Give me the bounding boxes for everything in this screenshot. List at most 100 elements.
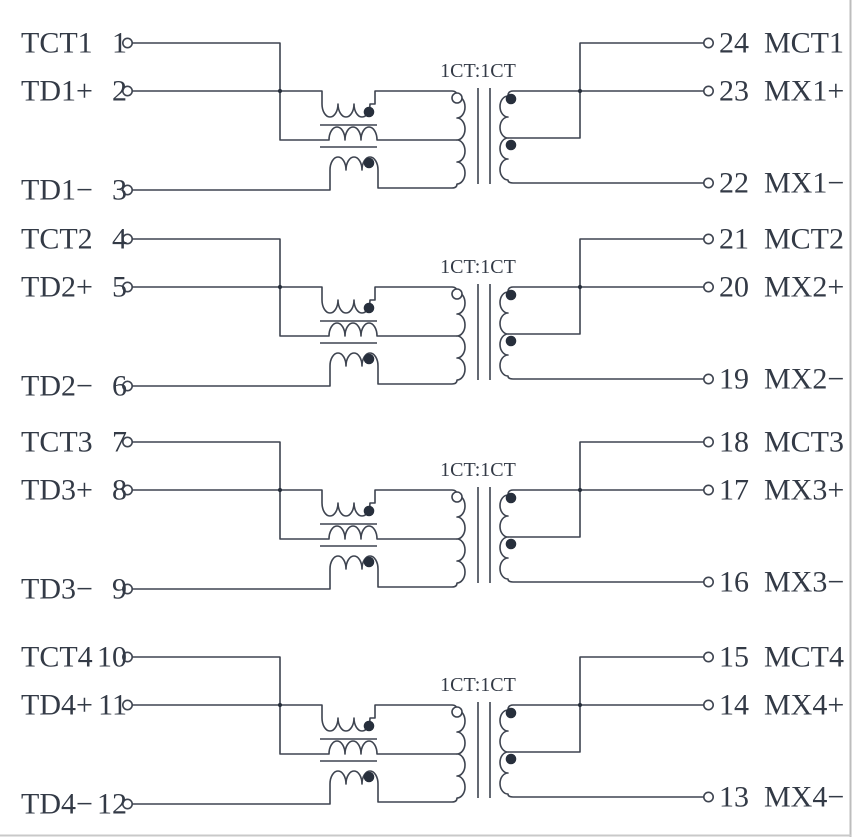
choke-top-polarity-dot [363,106,375,118]
right-pin-label-mx-plus: MX2+ [764,271,844,304]
left-pin-number-tct: 4 [112,223,127,256]
secondary-winding [499,489,704,583]
left-pin-number-tct: 10 [97,641,127,674]
right-pin-number-mx-plus: 14 [719,689,749,722]
wire-crossing-nub [277,284,283,290]
wire-td-plus [132,489,452,517]
right-pin-number-mx-plus: 23 [719,75,749,108]
left-pin-number-td-plus: 2 [112,75,127,108]
pin-terminal-tct [122,651,134,663]
left-pin-label-td-minus: TD3− [21,573,93,606]
pin-terminal-mx-plus [702,484,714,496]
secondary-top-polarity-dot [505,492,517,504]
secondary-mid-polarity-dot [505,139,517,151]
choke-top-polarity-dot [363,505,375,517]
turns-ratio-label: 1CT:1CT [440,674,516,696]
right-pin-label-mx-plus: MX1+ [764,75,844,108]
wire-tct-center-tap [132,656,457,755]
wire-td-plus [132,704,452,732]
wire-crossing-nub [577,702,583,708]
pin-terminal-td-plus [122,484,134,496]
transformer-core-lines [477,88,491,184]
left-pin-label-tct: TCT1 [21,27,93,60]
left-pin-label-td-minus: TD2− [21,370,93,403]
wire-crossing-nub [577,88,583,94]
right-pin-number-mx-minus: 16 [719,566,749,599]
left-pin-label-tct: TCT3 [21,426,93,459]
transformer-core-lines [477,702,491,798]
right-pin-label-mx-plus: MX3+ [764,474,844,507]
right-pin-number-mct: 24 [719,27,749,60]
left-pin-number-td-plus: 5 [112,271,127,304]
choke-core-lines [320,738,377,762]
turns-ratio-label: 1CT:1CT [440,60,516,82]
right-pin-number-mx-minus: 19 [719,363,749,396]
pin-terminal-mx-minus [702,373,714,385]
choke-bottom-polarity-dot [363,353,375,365]
pin-terminal-mx-minus [702,177,714,189]
pin-terminal-tct [122,37,134,49]
primary-polarity-circle [451,491,463,503]
primary-polarity-circle [451,92,463,104]
pin-terminal-mct [702,37,714,49]
pin-terminal-td-minus [122,184,134,196]
pin-terminal-tct [122,233,134,245]
left-pin-number-td-plus: 11 [98,689,127,722]
right-pin-number-mct: 21 [719,223,749,256]
pin-terminal-mct [702,233,714,245]
pin-terminal-td-minus [122,380,134,392]
right-pin-label-mct: MCT2 [764,223,844,256]
choke-core-lines [320,124,377,148]
left-pin-number-tct: 1 [112,27,127,60]
left-pin-label-td-plus: TD1+ [21,75,93,108]
pin-terminal-mx-minus [702,791,714,803]
left-pin-label-td-plus: TD2+ [21,271,93,304]
wire-crossing-nub [577,487,583,493]
pin-terminal-td-plus [122,699,134,711]
pin-terminal-tct [122,436,134,448]
turns-ratio-label: 1CT:1CT [440,256,516,278]
choke-top-polarity-dot [363,720,375,732]
secondary-winding [499,704,704,798]
transformer-core-lines [477,284,491,380]
left-pin-number-td-minus: 9 [112,573,127,606]
pin-terminal-mx-plus [702,281,714,293]
pin-terminal-td-minus [122,583,134,595]
secondary-winding [499,286,704,380]
primary-polarity-circle [451,288,463,300]
wire-td-plus [132,90,452,118]
wire-td-minus [132,352,452,387]
wire-crossing-nub [277,702,283,708]
transformer-core-lines [477,487,491,583]
right-pin-label-mct: MCT3 [764,426,844,459]
right-pin-label-mx-minus: MX4− [764,781,844,814]
wire-tct-center-tap [132,441,457,540]
secondary-mid-polarity-dot [505,335,517,347]
pin-terminal-mx-minus [702,576,714,588]
left-pin-number-tct: 7 [112,426,127,459]
choke-core-lines [320,320,377,344]
right-pin-label-mx-minus: MX2− [764,363,844,396]
secondary-mid-polarity-dot [505,753,517,765]
secondary-top-polarity-dot [505,93,517,105]
wire-tct-center-tap [132,238,457,337]
choke-bottom-polarity-dot [363,556,375,568]
pin-terminal-mx-plus [702,85,714,97]
choke-bottom-polarity-dot [363,157,375,169]
wire-crossing-nub [277,487,283,493]
pin-terminal-mct [702,436,714,448]
left-pin-number-td-minus: 6 [112,370,127,403]
left-pin-number-td-minus: 3 [112,174,127,207]
secondary-mid-polarity-dot [505,538,517,550]
right-pin-number-mx-plus: 17 [719,474,749,507]
right-pin-label-mx-minus: MX1− [764,167,844,200]
left-pin-label-td-minus: TD4− [21,788,93,821]
secondary-winding [499,90,704,184]
left-pin-label-tct: TCT2 [21,223,93,256]
wire-tct-center-tap [132,42,457,141]
